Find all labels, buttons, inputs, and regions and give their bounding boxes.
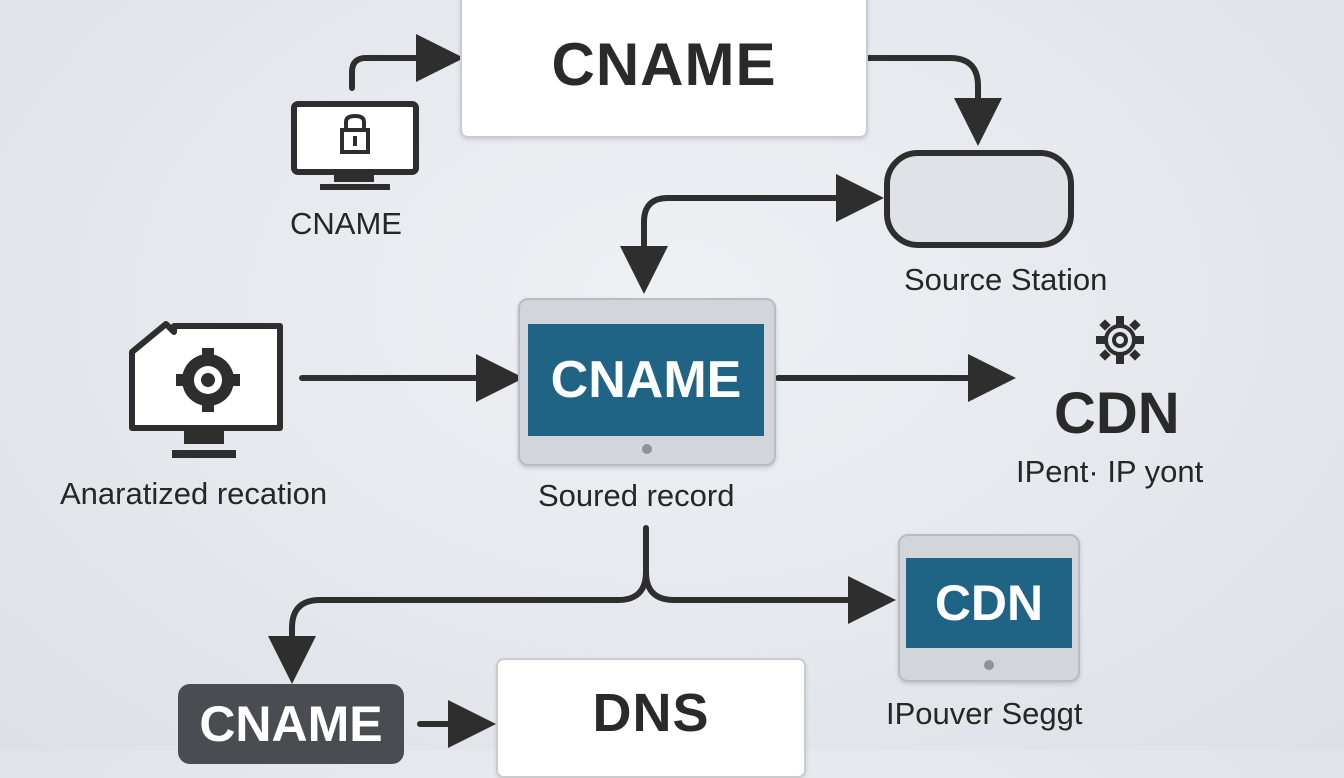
device-button [984, 660, 994, 670]
dns-box: DNS [496, 658, 806, 778]
lock-monitor-icon [291, 101, 419, 190]
source-station-caption: Source Station [904, 262, 1108, 297]
arrow-cname-to-source [865, 55, 1002, 146]
cdn-caption: IPent· IP yont [1016, 454, 1204, 489]
arrow-center-split [268, 525, 649, 684]
cname-top-box: CNAME [460, 0, 868, 138]
cname-top-label: CNAME [551, 30, 777, 98]
cdn-title: CDN [1054, 381, 1180, 446]
gear-monitor-icon [129, 321, 283, 458]
left-device-caption: Anaratized recation [60, 476, 328, 511]
arrow-source-to-center [620, 195, 853, 294]
connector-arrows [268, 34, 1016, 748]
arrow-monitor-to-cname [349, 34, 464, 91]
source-station-node [884, 150, 1074, 248]
center-cname-label: CNAME [528, 324, 764, 436]
center-device-caption: Soured record [538, 478, 735, 513]
center-cname-device: CNAME [518, 298, 776, 466]
cname-bottom-pill: CNAME [178, 684, 404, 764]
cdn-device-label: CDN [906, 558, 1072, 648]
device-button [642, 444, 652, 454]
monitor-top-caption: CNAME [290, 206, 402, 241]
dns-label: DNS [592, 683, 710, 743]
arrow-split-to-cdn-device [643, 569, 896, 624]
cdn-device: CDN [898, 534, 1080, 682]
cdn-device-caption: IPouver Seggt [886, 696, 1083, 731]
gear-icon [1096, 316, 1144, 364]
